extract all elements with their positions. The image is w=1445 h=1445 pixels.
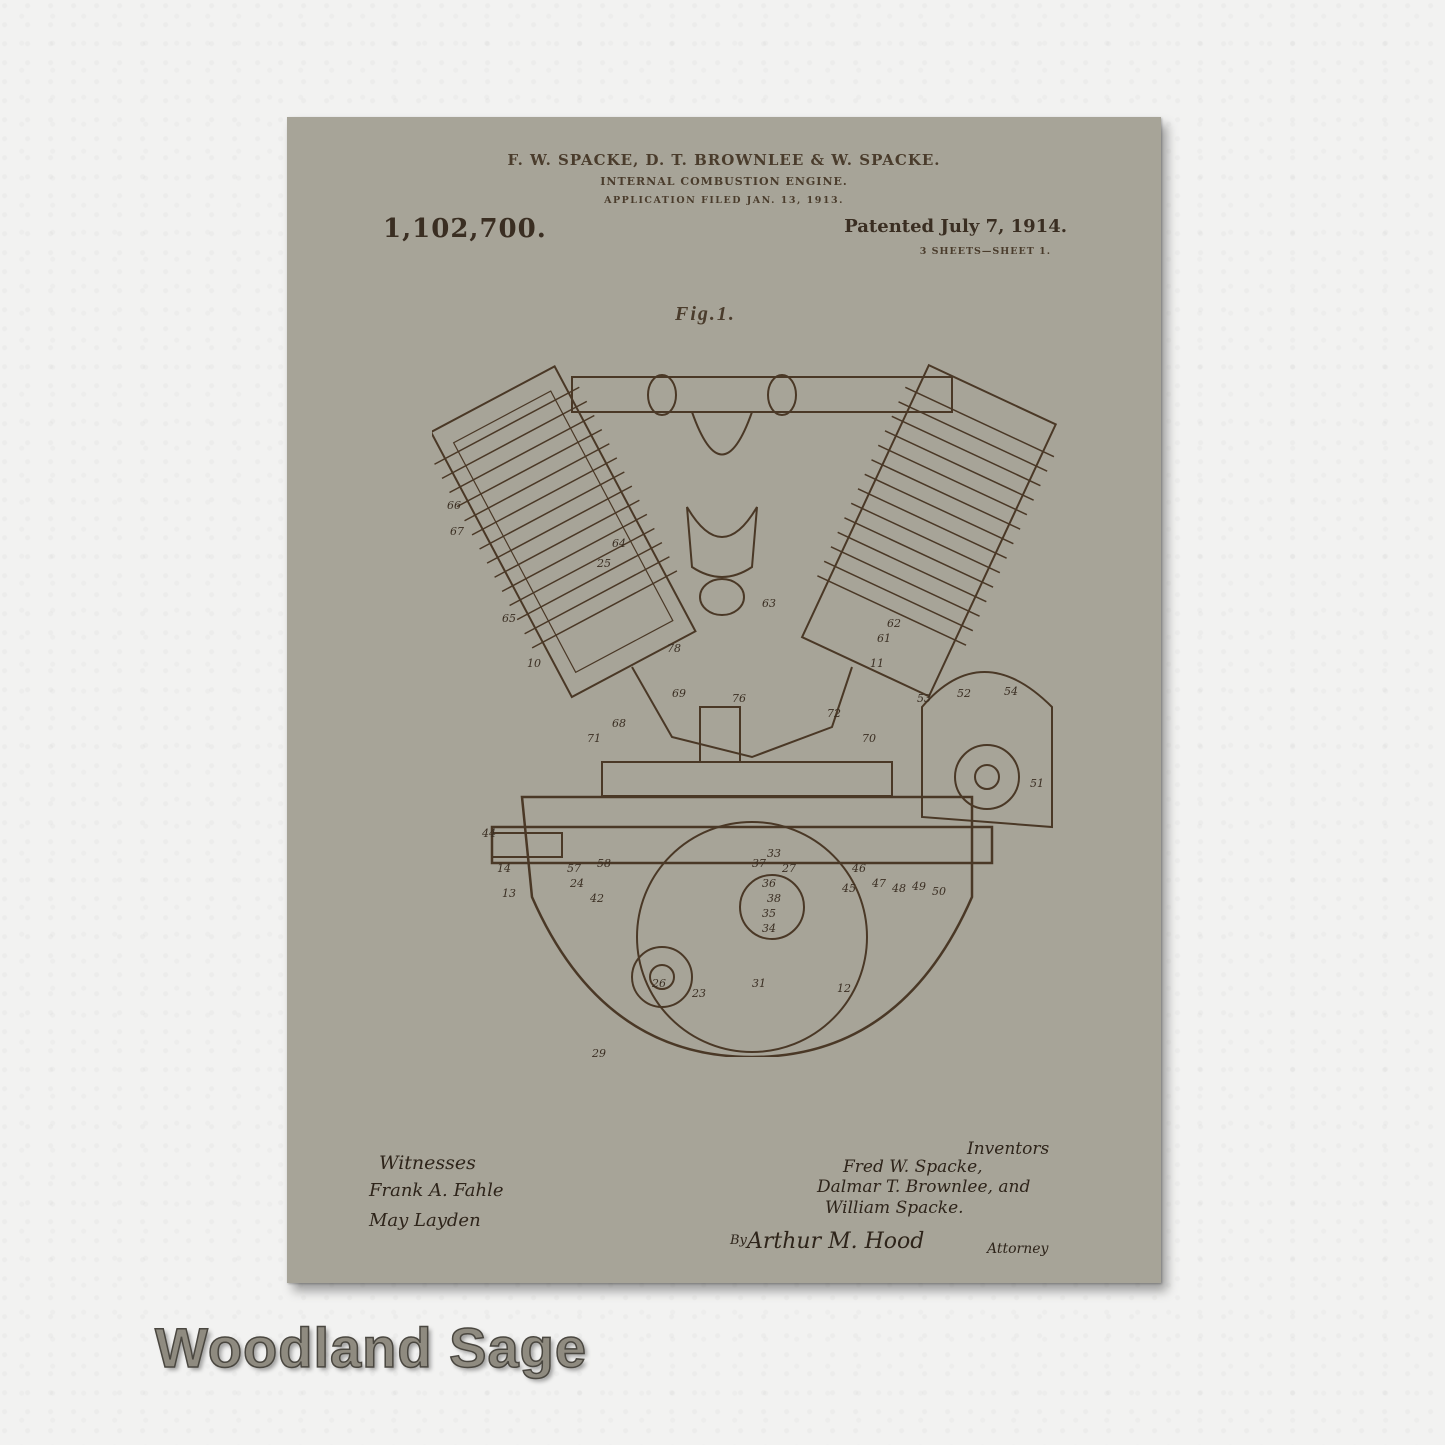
reference-number: 67 — [450, 525, 464, 538]
reference-number: 61 — [877, 632, 891, 645]
reference-number: 35 — [762, 907, 776, 920]
reference-number: 50 — [932, 885, 946, 898]
reference-number: 72 — [827, 707, 841, 720]
witness-signature-2: May Layden — [369, 1210, 481, 1231]
sheet-count: 3 SHEETS—SHEET 1. — [919, 246, 1051, 257]
witnesses-label: Witnesses — [379, 1152, 476, 1174]
reference-number: 66 — [447, 499, 461, 512]
reference-number: 62 — [887, 617, 901, 630]
reference-number: 57 — [567, 862, 581, 875]
reference-number: 46 — [851, 862, 866, 875]
inventors-label: Inventors — [967, 1139, 1050, 1159]
by-label: By — [730, 1233, 747, 1248]
figure-label: Fig.1. — [675, 303, 736, 325]
reference-number: 25 — [596, 557, 611, 570]
reference-number: 36 — [762, 877, 776, 890]
reference-number: 23 — [691, 987, 706, 1000]
reference-number: 70 — [862, 732, 876, 745]
patent-title: INTERNAL COMBUSTION ENGINE. — [600, 175, 848, 188]
reference-number: 48 — [891, 882, 906, 895]
patent-print: F. W. SPACKE, D. T. BROWNLEE & W. SPACKE… — [287, 117, 1161, 1283]
patent-date: Patented July 7, 1914. — [844, 216, 1067, 237]
reference-number: 11 — [870, 657, 884, 670]
reference-number: 26 — [651, 977, 666, 990]
inventor-signature-1: Fred W. Spacke, — [843, 1157, 983, 1177]
reference-number: 65 — [502, 612, 516, 625]
reference-number: 27 — [781, 862, 796, 875]
attorney-label: Attorney — [987, 1241, 1049, 1257]
reference-number: 31 — [752, 977, 766, 990]
reference-number: 10 — [527, 657, 541, 670]
reference-number: 52 — [957, 687, 971, 700]
reference-number: 29 — [591, 1047, 606, 1057]
reference-number: 42 — [589, 892, 604, 905]
reference-number: 76 — [732, 692, 746, 705]
witness-signature-1: Frank A. Fahle — [369, 1180, 504, 1201]
reference-number: 69 — [672, 687, 686, 700]
reference-number: 45 — [841, 882, 856, 895]
patent-number: 1,102,700. — [383, 214, 547, 244]
reference-number: 78 — [667, 642, 681, 655]
reference-number: 24 — [569, 877, 584, 890]
reference-number: 64 — [612, 537, 626, 550]
reference-number: 68 — [612, 717, 626, 730]
reference-number: 44 — [481, 827, 496, 840]
reference-number: 54 — [1004, 685, 1018, 698]
reference-number: 63 — [762, 597, 776, 610]
inventor-signature-3: William Spacke. — [825, 1198, 964, 1218]
reference-number: 38 — [767, 892, 781, 905]
reference-number: 14 — [497, 862, 511, 875]
reference-number: 71 — [587, 732, 601, 745]
reference-number: 12 — [837, 982, 851, 995]
reference-number: 47 — [871, 877, 886, 890]
attorney-signature: Arthur M. Hood — [747, 1229, 925, 1254]
reference-number: 33 — [767, 847, 781, 860]
reference-number: 51 — [1030, 777, 1044, 790]
application-date: APPLICATION FILED JAN. 13, 1913. — [604, 195, 844, 206]
reference-number: 49 — [911, 880, 926, 893]
patent-inventors-header: F. W. SPACKE, D. T. BROWNLEE & W. SPACKE… — [507, 151, 941, 169]
reference-number: 34 — [762, 922, 776, 935]
reference-number: 53 — [917, 692, 931, 705]
reference-number: 58 — [597, 857, 611, 870]
inventor-signature-2: Dalmar T. Brownlee, and — [817, 1177, 1031, 1197]
reference-number: 37 — [752, 857, 766, 870]
reference-number: 13 — [502, 887, 516, 900]
color-variant-caption: Woodland Sage — [154, 1315, 587, 1380]
